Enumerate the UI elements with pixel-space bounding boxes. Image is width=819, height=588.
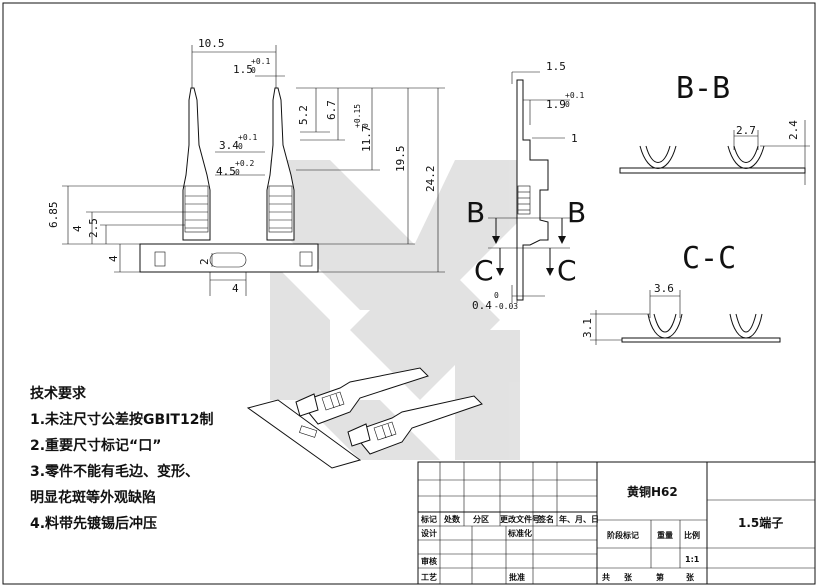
page-label: 第 [656, 572, 664, 582]
header-date: 年、月、日 [559, 514, 599, 524]
dim-4-5-low: 0 [235, 168, 240, 177]
section-b-left-label: B [466, 196, 485, 229]
stage-mark-label: 阶段标记 [607, 530, 639, 540]
dim-4-5-tol: +0.2 [235, 159, 254, 168]
section-bb-view [619, 120, 810, 185]
material-label: 黄铜H62 [627, 484, 678, 499]
section-b-right-label: B [567, 196, 586, 229]
dim-0-4-up: 0 [494, 291, 499, 300]
dim-24-2: 24.2 [424, 166, 437, 193]
section-bb-title: B-B [676, 71, 730, 106]
dim-1: 1 [571, 132, 578, 145]
dim-1-5-side: 1.5 [546, 60, 566, 73]
dim-2-7: 2.7 [736, 124, 756, 137]
approve-label: 批准 [509, 572, 525, 582]
review-label: 审核 [421, 556, 437, 566]
scale-label: 比例 [684, 530, 700, 540]
dim-19-5: 19.5 [394, 146, 407, 173]
header-mark: 标记 [420, 514, 437, 524]
header-doc-number: 更改文件号 [500, 514, 540, 524]
dim-6-7: 6.7 [325, 100, 338, 120]
dim-6-85: 6.85 [47, 202, 60, 229]
dim-2-4: 2.4 [787, 120, 800, 140]
dim-4-a: 4 [71, 225, 84, 232]
section-cc-title: C-C [682, 241, 736, 276]
note-item-1: 1.未注尺寸公差按GBIT12制 [30, 411, 213, 428]
title-block [417, 461, 816, 585]
dim-0-4-low: -0.03 [494, 302, 518, 311]
part-name-label: 1.5端子 [738, 515, 783, 530]
dim-11-7-tol: +0.15 [353, 104, 362, 128]
dim-11-7-low: 0 [361, 123, 370, 128]
dim-4-5: 4.5 [216, 165, 236, 178]
process-label: 工艺 [421, 572, 437, 582]
dim-1-9-tol: +0.1 [565, 91, 584, 100]
dim-10-5: 10.5 [198, 37, 225, 50]
section-c-right-label: C [557, 254, 577, 287]
header-count: 处数 [443, 514, 461, 524]
dim-4-b: 4 [107, 255, 120, 262]
dim-3-6: 3.6 [654, 282, 674, 295]
front-view [62, 45, 445, 296]
dim-1-9-low: 0 [565, 100, 570, 109]
dim-3-4-tol: +0.1 [238, 133, 257, 142]
standardization-label: 标准化 [507, 528, 532, 538]
scale-value: 1:1 [685, 555, 700, 564]
dim-4-c: 4 [232, 282, 239, 295]
dim-1-5: 1.5 [233, 63, 253, 76]
weight-label: 重量 [657, 530, 673, 540]
isometric-view [246, 367, 483, 469]
dim-5-2: 5.2 [297, 105, 310, 125]
dim-1-5-low: 0 [251, 66, 256, 75]
watermark-logo [270, 160, 520, 460]
notes-heading: 技术要求 [30, 385, 87, 402]
dim-0-4: 0.4 [472, 299, 492, 312]
side-view [488, 71, 570, 303]
note-item-3-cont: 明显花斑等外观缺陷 [30, 489, 156, 506]
section-cc-view [590, 290, 781, 345]
note-item-3: 3.零件不能有毛边、变形、 [30, 463, 199, 480]
dim-2-5: 2.5 [87, 218, 100, 238]
dim-1-5-tol: +0.1 [251, 57, 270, 66]
dim-3-1: 3.1 [581, 318, 594, 338]
dim-2: 2 [198, 258, 211, 265]
dim-3-4: 3.4 [219, 139, 239, 152]
section-c-left-label: C [474, 254, 494, 287]
design-label: 设计 [421, 528, 437, 538]
total-label: 共 [602, 572, 610, 582]
header-signature: 签名 [537, 514, 554, 524]
note-item-4: 4.料带先镀锡后冲压 [30, 515, 157, 532]
dim-11-7: 11.7 [360, 126, 373, 153]
note-item-2: 2.重要尺寸标记“口” [30, 437, 161, 454]
sheets-label-2: 张 [686, 573, 695, 582]
sheets-label-1: 张 [624, 573, 633, 582]
dim-1-9: 1.9 [546, 98, 566, 111]
header-zone: 分区 [473, 514, 489, 524]
dim-3-4-low: 0 [238, 142, 243, 151]
